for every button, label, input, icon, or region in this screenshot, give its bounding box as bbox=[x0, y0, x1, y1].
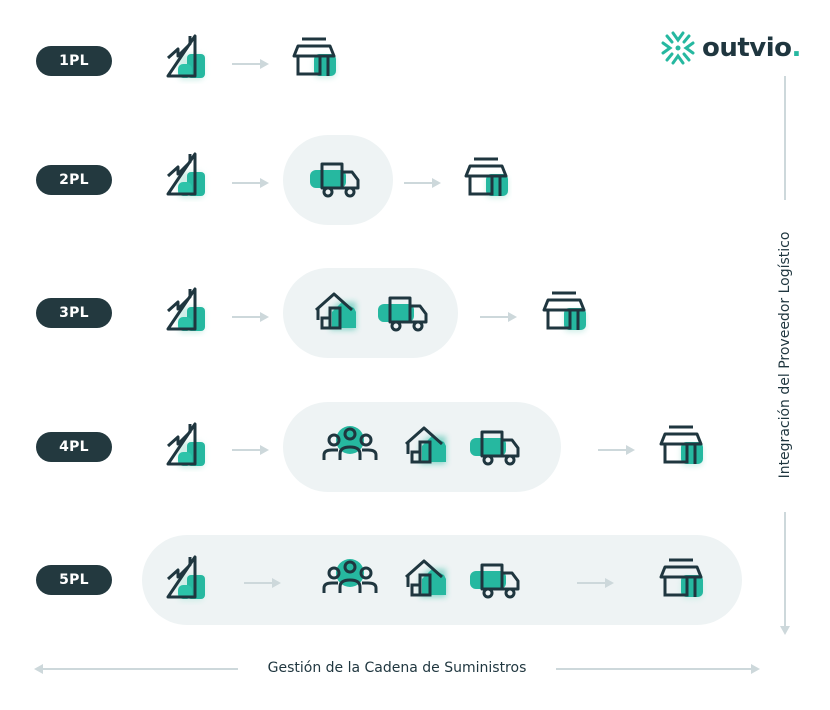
level-badge-3pl: 3PL bbox=[36, 298, 112, 328]
level-badge-5pl: 5PL bbox=[36, 565, 112, 595]
arrow-right-icon bbox=[232, 441, 270, 453]
factory-icon bbox=[160, 553, 212, 605]
store-icon bbox=[288, 32, 340, 84]
factory-icon bbox=[160, 285, 212, 337]
level-badge-2pl: 2PL bbox=[36, 165, 112, 195]
horizontal-axis-arrow bbox=[34, 664, 760, 674]
factory-icon bbox=[160, 32, 212, 84]
warehouse-icon bbox=[310, 286, 362, 338]
warehouse-icon bbox=[400, 420, 452, 472]
arrow-right-icon bbox=[577, 574, 615, 586]
horizontal-axis-label: Gestión de la Cadena de Suministros bbox=[267, 660, 527, 676]
factory-icon bbox=[160, 420, 212, 472]
arrow-right-icon bbox=[232, 55, 270, 67]
people-icon bbox=[320, 420, 380, 472]
brand-name: outvio bbox=[702, 33, 792, 63]
store-icon bbox=[538, 286, 590, 338]
store-icon bbox=[655, 420, 707, 472]
arrow-right-icon bbox=[244, 574, 282, 586]
truck-icon bbox=[308, 152, 364, 204]
arrow-right-icon bbox=[598, 441, 636, 453]
store-icon bbox=[655, 553, 707, 605]
factory-icon bbox=[160, 150, 212, 202]
store-icon bbox=[460, 152, 512, 204]
snowflake-logo-icon bbox=[661, 31, 695, 65]
level-badge-4pl: 4PL bbox=[36, 432, 112, 462]
truck-icon bbox=[468, 553, 524, 605]
arrow-right-icon bbox=[480, 308, 518, 320]
outvio-logo: outvio. bbox=[660, 30, 801, 66]
brand-dot: . bbox=[791, 33, 802, 63]
level-badge-1pl: 1PL bbox=[36, 46, 112, 76]
vertical-axis-arrow bbox=[780, 76, 790, 635]
arrow-right-icon bbox=[404, 174, 442, 186]
provider-capsule-3pl bbox=[283, 268, 458, 358]
arrow-right-icon bbox=[232, 174, 270, 186]
warehouse-icon bbox=[400, 553, 452, 605]
truck-icon bbox=[376, 286, 432, 338]
truck-icon bbox=[468, 420, 524, 472]
vertical-axis-label: Integración del Proveedor Logístico bbox=[777, 231, 793, 479]
people-icon bbox=[320, 553, 380, 605]
arrow-right-icon bbox=[232, 308, 270, 320]
